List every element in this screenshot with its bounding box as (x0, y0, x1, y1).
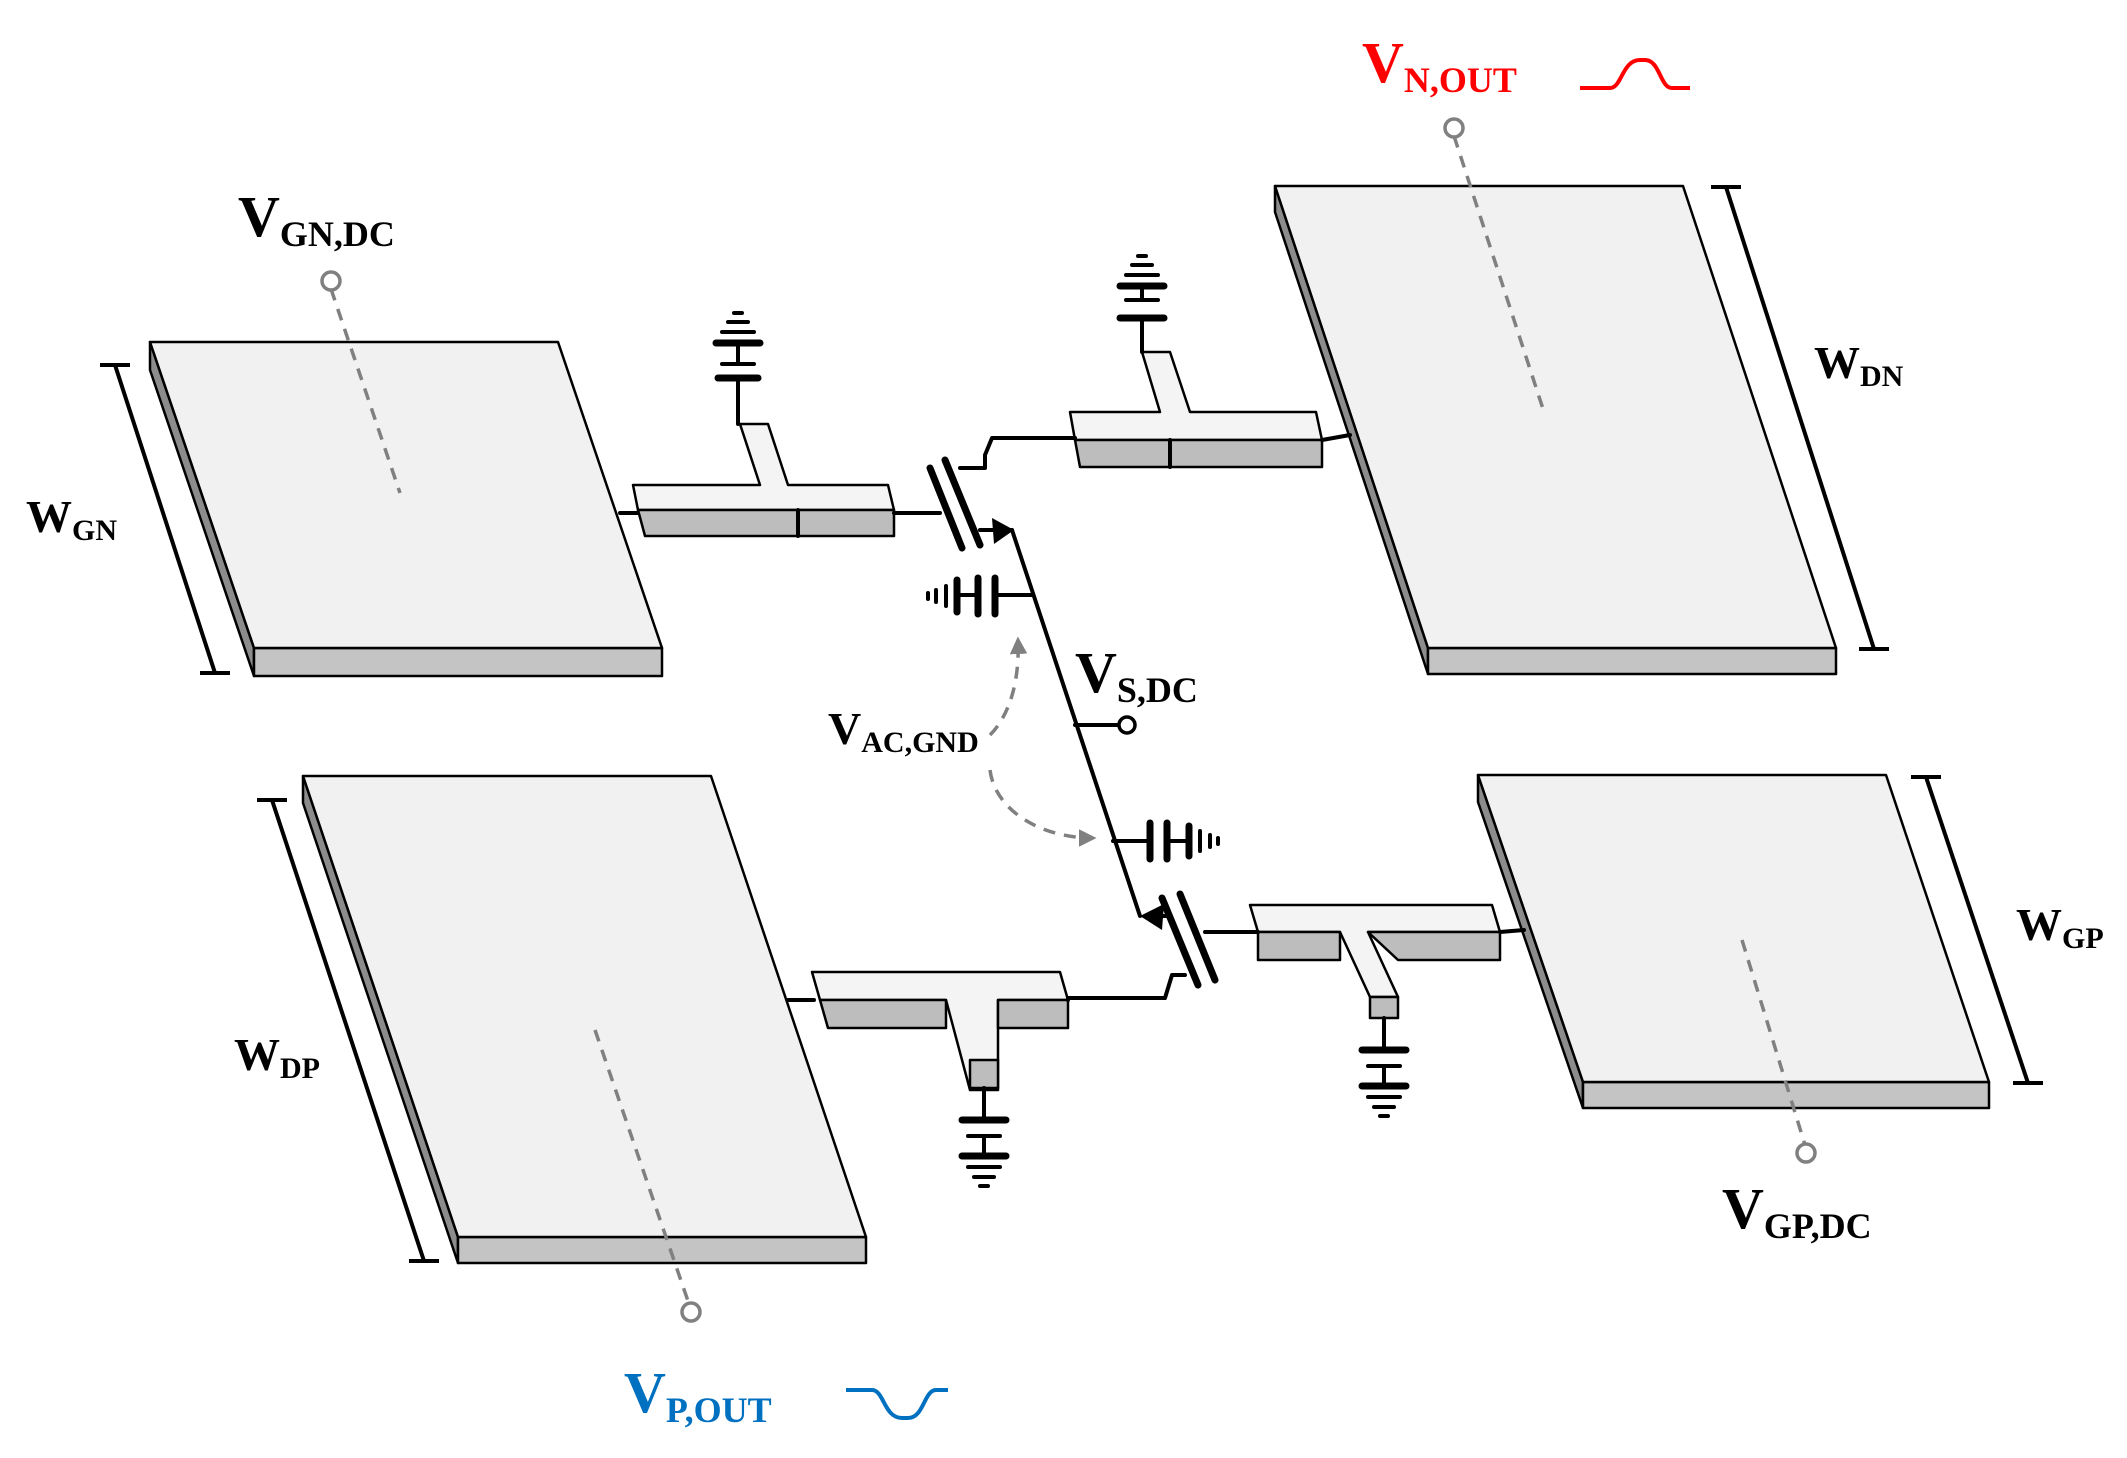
label-v-ac-gnd: VAC,GND (828, 703, 979, 759)
plate-gp (1476, 773, 1991, 1110)
bias-source-gn (712, 311, 764, 400)
label-v-n-out: VN,OUT (1362, 30, 1517, 100)
decoupling-cap-bottom (1111, 819, 1220, 863)
label-v-gp-dc: VGP,DC (1722, 1176, 1872, 1246)
ac-gnd-arrow-up (988, 636, 1028, 737)
label-w-dp: WDP (234, 1029, 320, 1085)
dimension-w-gn (100, 363, 230, 675)
label-v-s-dc: VS,DC (1075, 640, 1198, 710)
bias-source-dn (1116, 254, 1168, 354)
dimension-w-gp (1911, 775, 2043, 1085)
decoupling-cap-top (926, 574, 1035, 618)
nmos-transistor (892, 436, 1077, 552)
ac-gnd-arrow-down (988, 769, 1097, 847)
label-w-gp: WGP (2016, 899, 2104, 955)
tee-gn (618, 396, 896, 538)
dimension-w-dp (257, 798, 439, 1263)
negative-pulse-icon (846, 1388, 948, 1420)
label-w-gn: WGN (26, 491, 117, 547)
probe-dp (593, 1029, 702, 1323)
probe-gp (1740, 939, 1817, 1164)
label-v-p-out: VP,OUT (624, 1360, 772, 1430)
bias-source-dp (958, 1086, 1010, 1188)
label-v-gn-dc: VGN,DC (238, 184, 395, 254)
tee-dn (1068, 350, 1352, 469)
tee-dp (786, 970, 1070, 1092)
plate-dn (1273, 184, 1838, 676)
dimension-w-dn (1711, 185, 1889, 651)
probe-gn (320, 270, 402, 494)
source-rail (1010, 528, 1142, 918)
positive-pulse-icon (1580, 58, 1690, 90)
label-w-dn: WDN (1814, 337, 1904, 393)
plate-gn (148, 340, 664, 678)
tee-gp (1248, 903, 1526, 1020)
bias-source-gp (1358, 1016, 1410, 1118)
plate-dp (301, 774, 868, 1265)
probe-dn (1443, 117, 1547, 416)
pmos-transistor (1066, 890, 1260, 1002)
